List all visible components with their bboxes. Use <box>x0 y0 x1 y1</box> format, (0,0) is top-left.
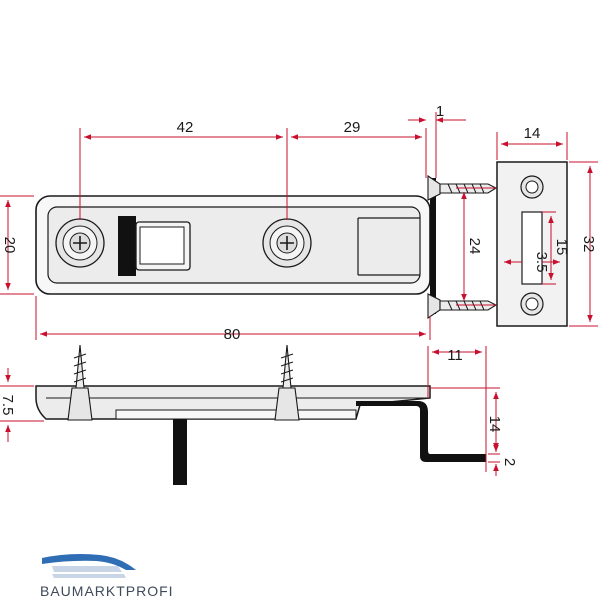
dimension-80: 80 <box>224 326 241 343</box>
dimension-42: 42 <box>177 119 194 136</box>
dimension-1: 1 <box>436 103 444 120</box>
latch-plate-top-view <box>35 195 431 295</box>
dimension-20: 20 <box>1 237 18 254</box>
screw-side-left <box>67 344 93 421</box>
dimension-14-top: 14 <box>524 125 541 142</box>
dimension-3-5: 3.5 <box>533 252 550 273</box>
latch-side-view <box>35 344 486 485</box>
screw-head-right <box>262 218 312 268</box>
dimension-7-5: 7.5 <box>0 395 16 416</box>
screw-head-left <box>55 218 105 268</box>
dimension-14-side: 14 <box>486 416 503 433</box>
house-roof-icon <box>42 554 136 578</box>
dimension-24: 24 <box>466 238 483 255</box>
dimension-11: 11 <box>447 347 463 364</box>
dimension-2: 2 <box>501 458 518 466</box>
dimension-15: 15 <box>553 239 570 256</box>
screw-side-right <box>274 344 300 421</box>
dimension-32: 32 <box>580 236 597 253</box>
brand-name: BAUMARKTPROFI <box>40 583 174 599</box>
strike-plate-front-view <box>496 161 568 327</box>
strike-plate-side-view <box>427 174 498 320</box>
dimension-lines <box>0 112 598 476</box>
brand-logo: BAUMARKTPROFI <box>40 548 173 600</box>
dimension-29: 29 <box>344 119 361 136</box>
